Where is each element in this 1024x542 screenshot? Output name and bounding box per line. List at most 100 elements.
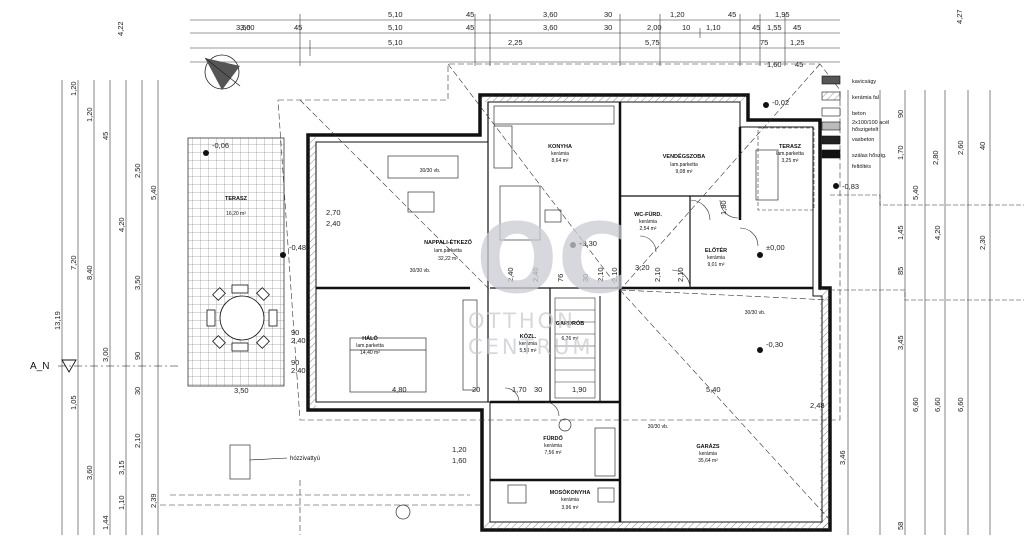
svg-text:16,20 m²: 16,20 m² [226,211,246,217]
dim-i10: 1,90 [572,385,587,394]
dim-l20: 30 [133,387,142,395]
svg-text:GARDRÓB: GARDRÓB [556,319,584,327]
dim-b4: 75 [760,38,768,47]
dim-r9: 6,60 [911,397,920,412]
svg-text:9,01 m²: 9,01 m² [708,262,725,268]
svg-text:kerámia: kerámia [544,443,562,449]
dim-m7: 2,00 [647,23,662,32]
svg-text:-0,02: -0,02 [772,98,789,107]
dim-r12: 3,46 [838,450,847,465]
dim-l5: 5,40 [149,185,158,200]
svg-text:KÖZL.: KÖZL. [520,333,537,340]
level-marker-6: -0,02 [763,98,789,108]
dim-i25: 2,40 [506,267,515,282]
dim-m10: 45 [752,23,760,32]
dim-i24: 2,40 [531,267,540,282]
dim-b2: 2,25 [508,38,523,47]
dim-i26: 3,50 [234,386,249,395]
door-swings [504,199,759,417]
svg-text:8,64 m²: 8,64 m² [552,158,569,164]
dim-b6: 1,60 [767,60,782,69]
dim-m2: 45 [294,23,302,32]
legend-3: beton [852,111,866,117]
dim-r14: 2,30 [978,235,987,250]
wall-hatch-right [820,288,830,528]
legend-6: vasbeton [852,137,874,143]
dim-i7: 4,80 [392,385,407,394]
dim-m9: 1,10 [706,23,721,32]
level-marker-5: -0,83 [833,182,859,191]
label-vb-3: 30/30 vb. [745,310,766,316]
svg-text:lam.parketta: lam.parketta [356,343,384,349]
dim-i5: 90 [291,358,299,367]
svg-text:lam.parketta: lam.parketta [670,162,698,168]
dim-l12: 90 [133,352,142,360]
svg-text:-0,30: -0,30 [766,340,783,349]
dim-l11: 3,00 [101,347,110,362]
dim-t4: 30 [604,10,612,19]
dim-r13: 58 [896,522,905,530]
dim-r15: 40 [978,142,987,150]
dim-i13: 2,48 [810,401,825,410]
svg-text:±0,00: ±0,00 [766,243,785,252]
dim-i8: 20 [472,385,480,394]
svg-text:+0,30: +0,30 [578,239,597,248]
dim-m1: 3,50 [236,23,251,32]
left-dimension-texts: 1,20 1,20 45 2,50 5,40 8,40 7,20 13,19 4… [53,81,158,530]
watermark-line1: OTTHON [468,309,576,333]
watermark: OC OTTHON CENTRUM [468,203,628,359]
dim-i1: 2,70 [326,208,341,217]
dim-r1: 90 [896,110,905,118]
svg-text:-0,48: -0,48 [289,243,306,252]
dim-i11: 30 [534,385,542,394]
dim-l18: 2,39 [149,493,158,508]
svg-text:KONYHA: KONYHA [548,144,572,150]
level-marker-1: -0,06 [203,141,229,156]
dim-m12: 45 [793,23,801,32]
svg-text:kerámia: kerámia [639,219,657,225]
dim-l8: 13,19 [53,311,62,330]
top-dimension-lines [190,14,840,66]
dim-m4: 45 [466,23,474,32]
svg-text:FÜRDŐ: FÜRDŐ [543,435,563,442]
dim-i12: 5,40 [706,385,721,394]
dim-l17: 1,10 [117,495,126,510]
left-dimension-lines [61,80,159,535]
dim-i2: 2,40 [326,219,341,228]
svg-text:WC-FÜRD.: WC-FÜRD. [634,211,662,218]
legend-2: kerámia fal [852,95,879,101]
svg-text:VENDÉGSZOBA: VENDÉGSZOBA [663,152,706,160]
dim-t6: 45 [728,10,736,19]
dim-r7: 85 [896,267,905,275]
svg-text:-0,83: -0,83 [842,182,859,191]
dim-i3: 90 [291,328,299,337]
materials-legend: kavicságy kerámia fal beton 2x100/100 ac… [821,75,889,170]
level-marker-3: ±0,00 [757,243,785,258]
dim-i27: 3,60 [240,23,255,32]
dim-rt2: 4,22 [116,21,125,36]
kitchen-side-counter [493,125,513,169]
dim-i21: 2,10 [653,267,662,282]
dim-r4: 2,60 [956,140,965,155]
dim-l1: 1,20 [69,81,78,96]
dim-i16: 1,80 [719,200,728,215]
legend-swatch-7 [821,149,841,159]
wall-hatch-bottom [482,522,830,530]
legend-1: kavicságy [852,79,876,85]
legend-8: feltöltés [852,164,871,170]
legend-swatch-2 [821,91,841,101]
svg-text:kerámia: kerámia [699,451,717,457]
dim-r11: 6,60 [956,397,965,412]
svg-text:6,26 m²: 6,26 m² [562,336,579,342]
room-gardrob: GARDRÓB 6,26 m² [556,319,584,342]
dim-m11: 1,55 [767,23,782,32]
svg-text:kerámia: kerámia [519,341,537,347]
interior-dims: 2,70 2,40 90 2,40 90 2,40 4,80 20 1,70 1… [234,23,825,465]
svg-text:3,25 m²: 3,25 m² [782,158,799,164]
